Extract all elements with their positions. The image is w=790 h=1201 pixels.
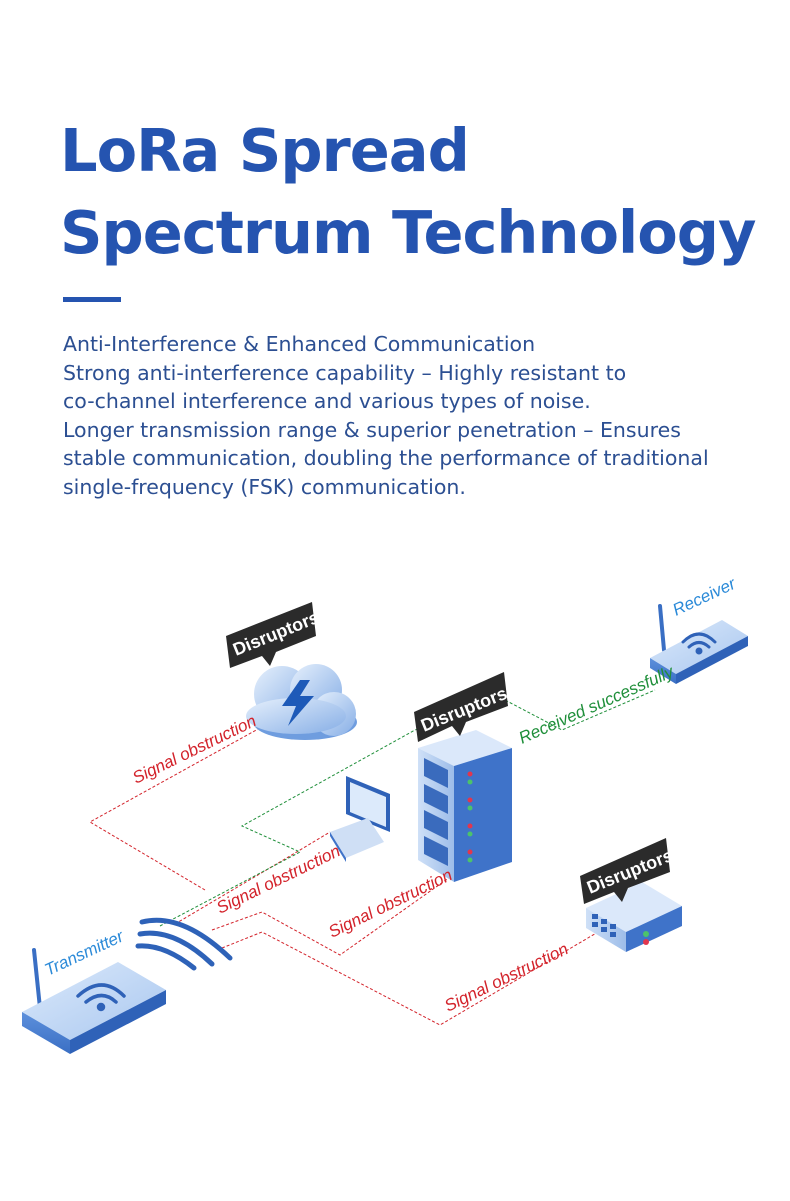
transmitter-router-icon [22, 948, 166, 1054]
description: Anti-Interference & Enhanced Communicati… [63, 330, 763, 502]
obstruction-label-switch: Signal obstruction [441, 939, 571, 1015]
line-to-computer [174, 831, 331, 925]
receiver-label: Receiver [670, 573, 740, 619]
line-to-switch [221, 924, 611, 1026]
server-disruptor-tag: Disruptors [414, 672, 510, 742]
computer-icon [330, 776, 390, 862]
obstruction-label-computer: Signal obstruction [213, 841, 343, 917]
receiver-router-icon [650, 604, 748, 684]
lora-diagram: Transmitter Receiver [22, 573, 748, 1054]
description-line: co-channel interference and various type… [63, 389, 591, 414]
title-line-1: LoRa Spread [60, 116, 470, 185]
signal-waves-icon [135, 917, 233, 971]
obstruction-label-server: Signal obstruction [325, 865, 455, 941]
cloud-lightning-icon [246, 664, 357, 740]
page-title: LoRa Spread Spectrum Technology [60, 110, 756, 274]
title-line-2: Spectrum Technology [60, 198, 756, 267]
description-line: single-frequency (FSK) communication. [63, 474, 466, 499]
obstruction-label-cloud: Signal obstruction [129, 711, 259, 787]
signal-lines [88, 689, 656, 1026]
title-divider [63, 297, 121, 302]
line-to-cloud [88, 717, 279, 891]
description-line: Anti-Interference & Enhanced Communicati… [63, 332, 536, 356]
received-successfully-label: Received successfully [516, 662, 678, 748]
cloud-disruptor-tag: Disruptors [226, 602, 322, 668]
network-switch-icon [586, 882, 682, 952]
line-to-server [211, 869, 461, 956]
description-line: Longer transmission range & superior pen… [63, 417, 681, 442]
description-line: Strong anti-interference capability – Hi… [63, 360, 627, 385]
server-rack-icon [418, 730, 512, 882]
description-line: stable communication, doubling the perfo… [63, 446, 709, 471]
